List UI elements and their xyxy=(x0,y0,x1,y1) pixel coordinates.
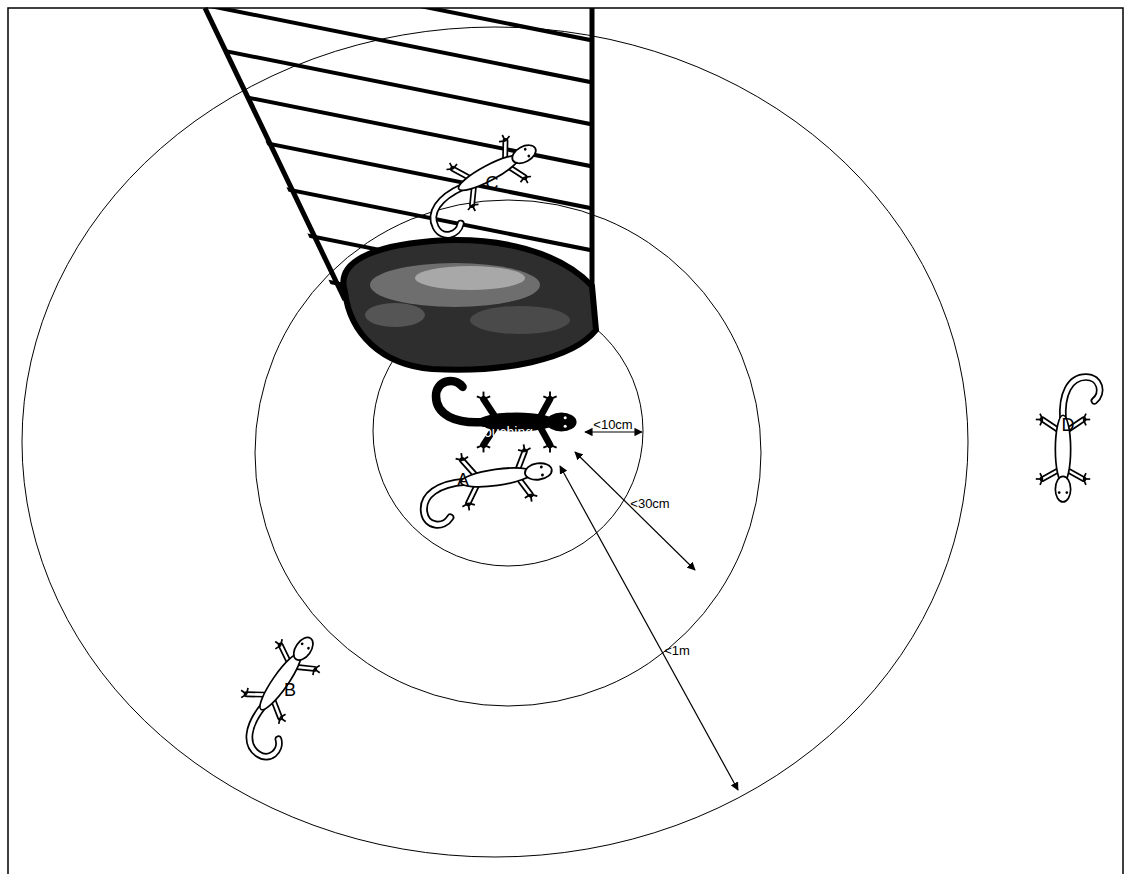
lizard-letter: B xyxy=(284,680,296,701)
lizard-marker: D xyxy=(973,385,1131,505)
lizard-shape xyxy=(188,625,368,745)
lizard-letter: D xyxy=(1062,415,1075,436)
lizard-marker: Touching xyxy=(422,362,602,482)
outer-ring xyxy=(22,27,968,857)
lizard-letter: A xyxy=(457,470,469,491)
lizard-shape xyxy=(422,362,602,482)
distance-label: <30cm xyxy=(630,496,669,511)
lizard-shape xyxy=(973,385,1131,505)
dimension-arrows xyxy=(560,432,738,790)
lizard-marker: B xyxy=(188,625,368,745)
rock xyxy=(343,240,596,370)
frame xyxy=(8,8,1123,874)
lizard-shape xyxy=(395,115,575,235)
distance-label: <1m xyxy=(664,643,690,658)
lizard-letter: Touching xyxy=(477,424,533,440)
shade-edge xyxy=(205,8,345,300)
lizard-letter: C xyxy=(486,173,499,194)
lizard-marker: C xyxy=(395,115,575,235)
distance-label: <10cm xyxy=(593,417,632,432)
shade-hatching xyxy=(150,0,650,388)
